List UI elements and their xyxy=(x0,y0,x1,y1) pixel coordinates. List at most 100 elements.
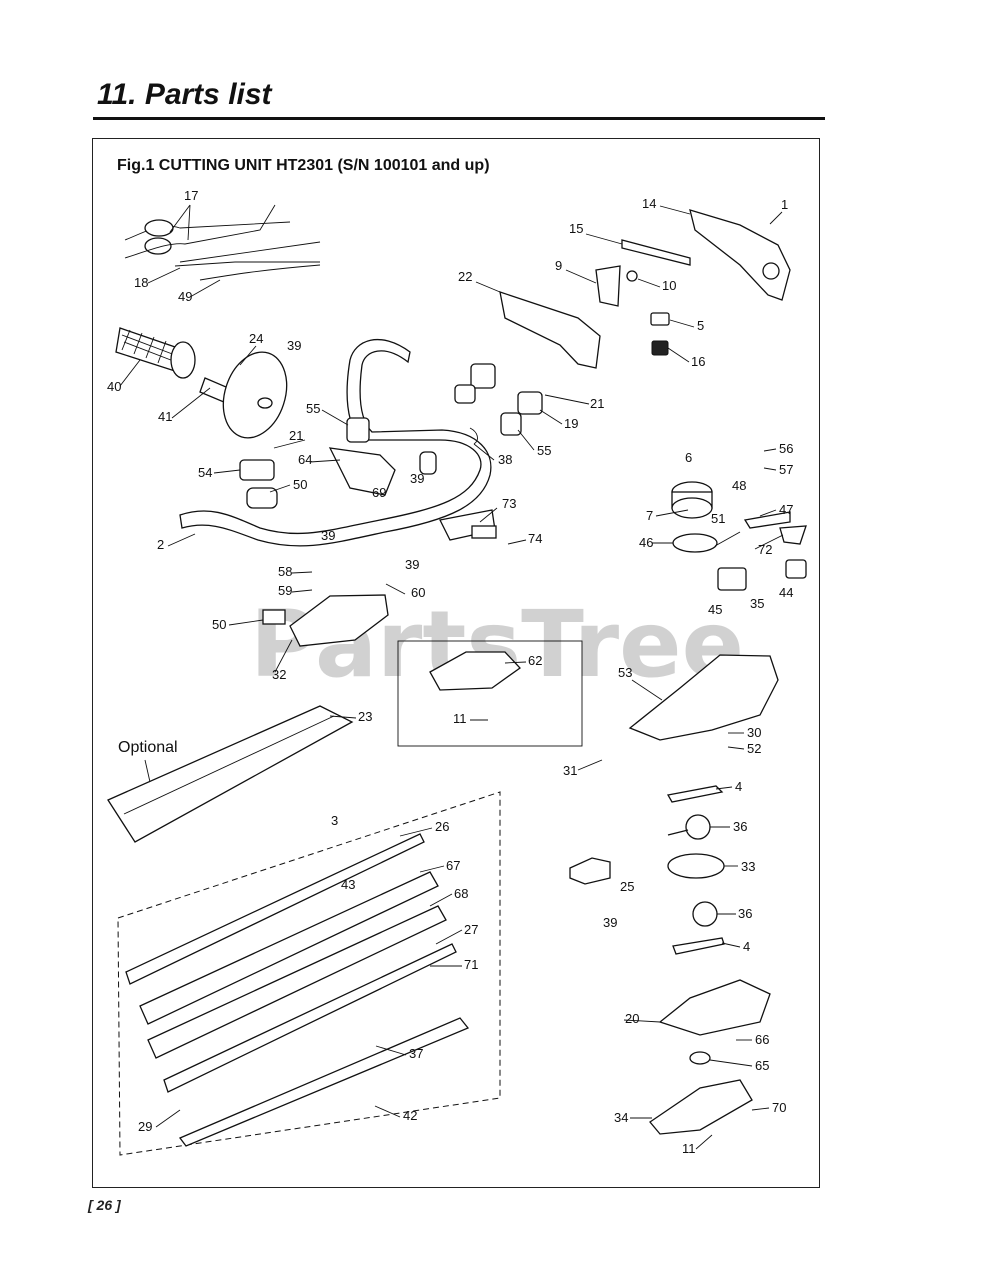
title-rule xyxy=(93,117,825,120)
callout-39c: 39 xyxy=(321,528,335,543)
handle-bar xyxy=(179,338,492,547)
callout-11a: 11 xyxy=(453,711,467,726)
callout-41: 41 xyxy=(158,409,172,424)
callout-36a: 36 xyxy=(733,819,747,834)
callout-68: 68 xyxy=(454,886,468,901)
callout-37: 37 xyxy=(409,1046,423,1061)
gear-stack xyxy=(649,785,771,1135)
callout-14: 14 xyxy=(642,196,656,211)
callout-16: 16 xyxy=(691,354,705,369)
callout-66: 66 xyxy=(755,1032,769,1047)
callout-6: 6 xyxy=(685,450,692,465)
callout-35: 35 xyxy=(750,596,764,611)
callout-25: 25 xyxy=(620,879,634,894)
gear-case-cover xyxy=(262,594,389,647)
callout-50a: 50 xyxy=(293,477,307,492)
callout-21a: 21 xyxy=(590,396,604,411)
switch-parts xyxy=(595,239,691,356)
callout-23: 23 xyxy=(358,709,372,724)
figure-caption: Fig.1 CUTTING UNIT HT2301 (S/N 100101 an… xyxy=(117,157,490,174)
callout-7: 7 xyxy=(646,508,653,523)
callout-39a: 39 xyxy=(287,338,301,353)
callout-30: 30 xyxy=(747,725,761,740)
page-number: [ 26 ] xyxy=(88,1197,121,1213)
handle-brackets xyxy=(239,417,497,541)
rear-grip xyxy=(115,327,196,379)
figure-frame xyxy=(92,138,820,1188)
callout-53: 53 xyxy=(618,665,632,680)
cable-clamps xyxy=(454,363,543,445)
optional-adapter-box xyxy=(397,640,583,747)
page-title: 11. Parts list xyxy=(97,78,272,111)
blade-cover xyxy=(107,705,354,843)
callout-19: 19 xyxy=(564,416,578,431)
callout-3: 3 xyxy=(331,813,338,828)
callout-73: 73 xyxy=(502,496,516,511)
callout-29: 29 xyxy=(138,1119,152,1134)
callout-38: 38 xyxy=(498,452,512,467)
callout-22: 22 xyxy=(458,269,472,284)
callout-26: 26 xyxy=(435,819,449,834)
gear-case xyxy=(628,654,779,741)
callout-74: 74 xyxy=(528,531,542,546)
callout-49: 49 xyxy=(178,289,192,304)
callout-54: 54 xyxy=(198,465,212,480)
leader-lines xyxy=(119,204,784,1150)
callout-44: 44 xyxy=(779,585,793,600)
callout-32: 32 xyxy=(272,667,286,682)
callout-39b: 39 xyxy=(410,471,424,486)
blade-assembly xyxy=(125,833,470,1147)
throttle-housing xyxy=(499,291,601,369)
callout-20: 20 xyxy=(625,1011,639,1026)
callout-31: 31 xyxy=(563,763,577,778)
callout-57: 57 xyxy=(779,462,793,477)
callout-4b: 4 xyxy=(743,939,750,954)
callout-27: 27 xyxy=(464,922,478,937)
callout-4a: 4 xyxy=(735,779,742,794)
callout-51: 51 xyxy=(711,511,725,526)
callout-2: 2 xyxy=(157,537,164,552)
callout-1: 1 xyxy=(781,197,788,212)
callout-11b: 11 xyxy=(682,1141,696,1156)
callout-15: 15 xyxy=(569,221,583,236)
callout-33: 33 xyxy=(741,859,755,874)
callout-9: 9 xyxy=(555,258,562,273)
callout-40: 40 xyxy=(107,379,121,394)
callout-43: 43 xyxy=(341,877,355,892)
callout-10: 10 xyxy=(662,278,676,293)
callout-34: 34 xyxy=(614,1110,628,1125)
callout-65: 65 xyxy=(755,1058,769,1073)
bracket-25 xyxy=(569,857,611,885)
callout-18: 18 xyxy=(134,275,148,290)
callout-42: 42 xyxy=(403,1108,417,1123)
crank-assembly xyxy=(671,481,807,591)
optional-label: Optional xyxy=(118,739,178,756)
callout-55a: 55 xyxy=(306,401,320,416)
callout-70: 70 xyxy=(772,1100,786,1115)
callout-45: 45 xyxy=(708,602,722,617)
callout-50b: 50 xyxy=(212,617,226,632)
callout-24: 24 xyxy=(249,331,263,346)
callout-17: 17 xyxy=(184,188,198,203)
callout-46: 46 xyxy=(639,535,653,550)
callout-36b: 36 xyxy=(738,906,752,921)
callout-58: 58 xyxy=(278,564,292,579)
callout-67: 67 xyxy=(446,858,460,873)
callout-48: 48 xyxy=(732,478,746,493)
blade-group-outline xyxy=(117,791,501,1156)
callout-64: 64 xyxy=(298,452,312,467)
handle-housing xyxy=(689,209,791,301)
callout-52: 52 xyxy=(747,741,761,756)
callout-47: 47 xyxy=(779,502,793,517)
callout-71: 71 xyxy=(464,957,478,972)
callout-39e: 39 xyxy=(603,915,617,930)
callout-56: 56 xyxy=(779,441,793,456)
callout-59: 59 xyxy=(278,583,292,598)
callout-21b: 21 xyxy=(289,428,303,443)
callout-39d: 39 xyxy=(405,557,419,572)
callout-72: 72 xyxy=(758,542,772,557)
callout-69: 69 xyxy=(372,485,386,500)
callout-62: 62 xyxy=(528,653,542,668)
